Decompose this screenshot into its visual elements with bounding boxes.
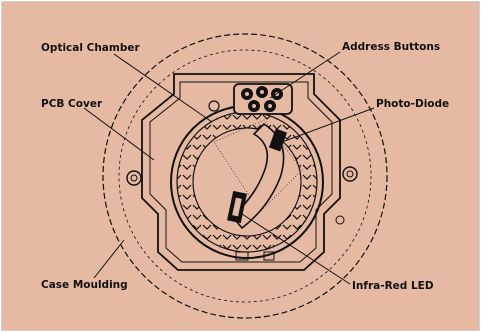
label-pcb-cover: PCB Cover [41, 99, 102, 110]
left-mounting-lug [127, 171, 141, 185]
leader-pcb-cover [84, 108, 154, 160]
address-buttons-cluster [234, 84, 292, 114]
leader-case-moulding [94, 240, 124, 278]
label-infra-red-led: Infra-Red LED [352, 281, 434, 292]
label-case-moulding: Case Moulding [41, 280, 128, 291]
right-mounting-lug [343, 167, 357, 181]
leader-address-buttons [270, 52, 340, 98]
label-address-buttons: Address Buttons [342, 42, 440, 53]
label-photo-diode: Photo-Diode [376, 99, 449, 110]
label-optical-chamber: Optical Chamber [41, 43, 140, 54]
